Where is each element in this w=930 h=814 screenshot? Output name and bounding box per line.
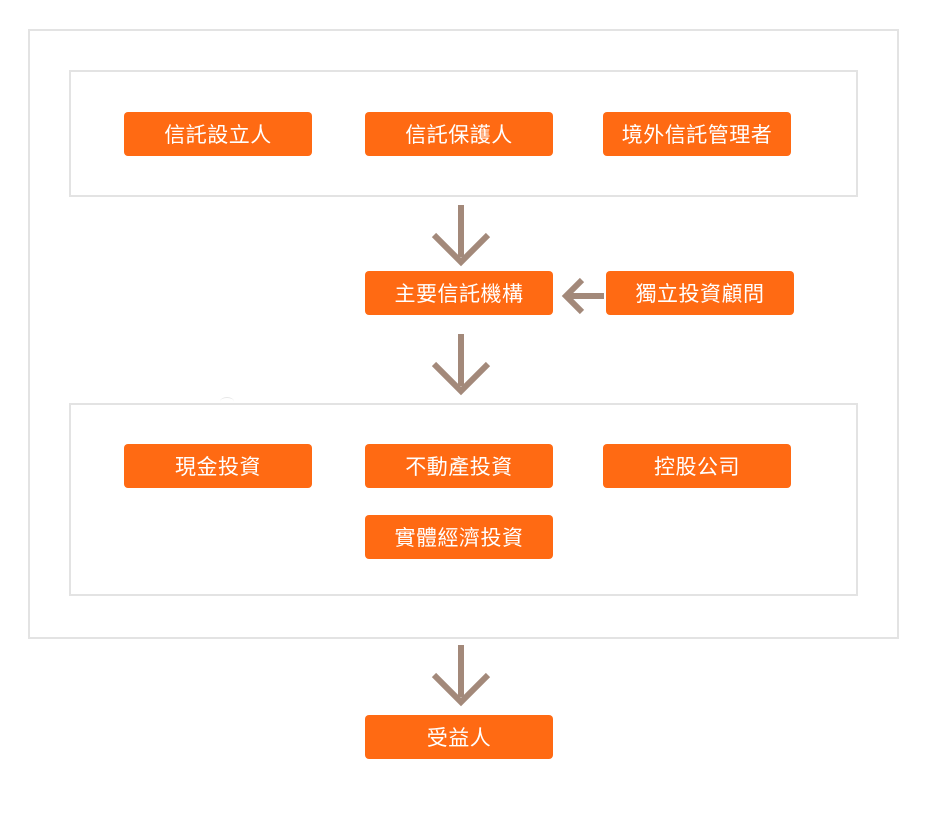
investment-group-frame — [69, 403, 858, 596]
trust-structure-outer-frame — [28, 29, 899, 639]
arrow-down-icon — [431, 645, 491, 707]
settlor-group-frame — [69, 70, 858, 197]
beneficiary-box: 受益人 — [365, 715, 553, 759]
cash-investment-box: 現金投資 — [124, 444, 312, 488]
real-economy-investment-box: 實體經濟投資 — [365, 515, 553, 559]
faint-mark — [220, 397, 234, 406]
protector-box: 信託保護人 — [365, 112, 553, 156]
arrow-down-icon — [431, 334, 491, 396]
holding-company-box: 控股公司 — [603, 444, 791, 488]
offshore-manager-box: 境外信託管理者 — [603, 112, 791, 156]
real-estate-investment-box: 不動產投資 — [365, 444, 553, 488]
settlor-box: 信託設立人 — [124, 112, 312, 156]
main-trustee-box: 主要信託機構 — [365, 271, 553, 315]
independent-advisor-box: 獨立投資顧問 — [606, 271, 794, 315]
arrow-left-icon — [561, 277, 604, 315]
arrow-down-icon — [431, 205, 491, 267]
